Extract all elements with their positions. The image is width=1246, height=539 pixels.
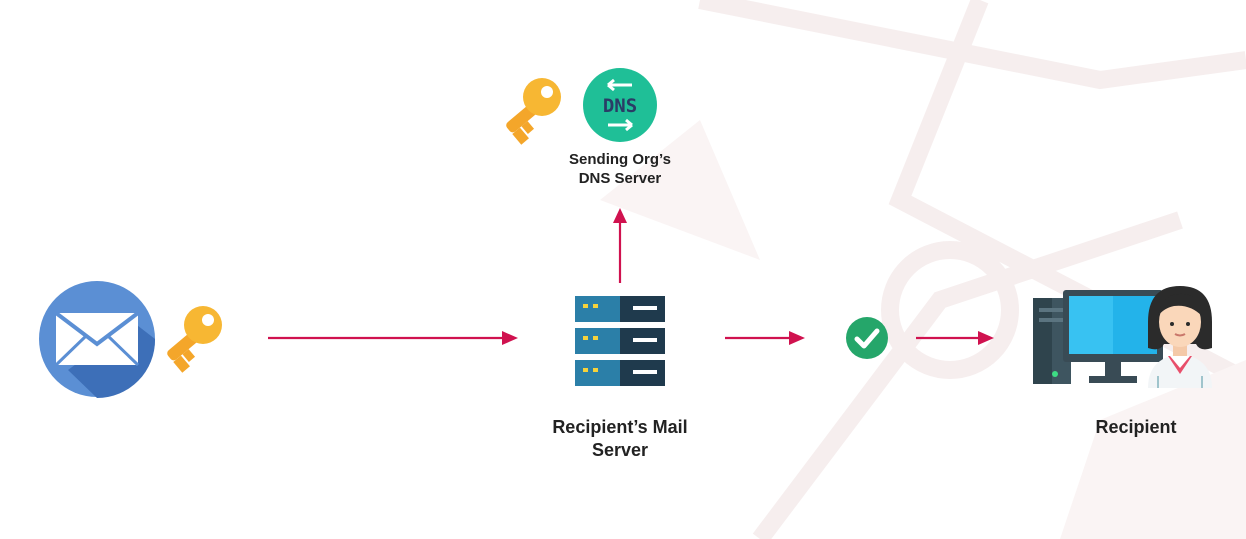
dns-server-label: Sending Org’s DNS Server xyxy=(569,151,671,187)
checkmark-icon xyxy=(846,317,888,359)
server-rack-icon xyxy=(575,296,665,386)
arrow-sender-to-server xyxy=(268,331,518,345)
person-avatar-icon xyxy=(1140,282,1220,388)
recipient-label: Recipient xyxy=(1095,417,1177,437)
dns-icon: DNS xyxy=(582,67,658,143)
dns-badge-text: DNS xyxy=(603,95,637,117)
arrow-server-to-dns xyxy=(613,208,627,283)
arrow-check-to-recipient xyxy=(916,331,994,345)
key-icon-sender xyxy=(156,303,226,373)
desktop-computer-icon xyxy=(1033,290,1163,386)
arrow-server-to-check xyxy=(725,331,805,345)
key-icon-dns xyxy=(495,75,565,145)
envelope-icon xyxy=(38,280,156,398)
mail-server-label: Recipient’s Mail Server xyxy=(552,417,688,460)
